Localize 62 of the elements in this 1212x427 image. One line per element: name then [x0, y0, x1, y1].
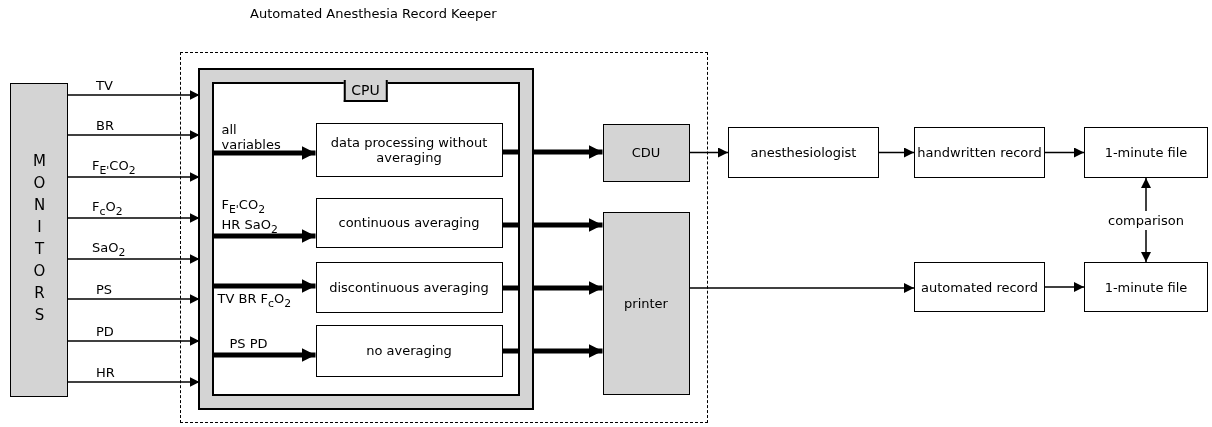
box-label: 1-minute file — [1104, 145, 1188, 160]
box-label: anesthesiologist — [750, 145, 857, 160]
arrow — [67, 336, 201, 346]
group-title: CPU — [343, 79, 388, 102]
edge-label: F$_{E'}$CO$_{2}$ — [92, 158, 136, 178]
box-label: handwritten record — [917, 145, 1042, 160]
edge-label: PS — [96, 282, 113, 297]
edge-label: PS PD — [229, 336, 268, 351]
edge-label: HR — [96, 365, 115, 380]
process-box — [315, 261, 503, 313]
edge-label: BR — [96, 118, 114, 133]
diagram-title: Automated Anesthesia Record Keeper — [250, 6, 497, 21]
arrow — [502, 281, 603, 295]
process-box — [315, 197, 503, 248]
arrow — [502, 218, 603, 232]
arrow — [67, 377, 201, 387]
arrow — [502, 344, 603, 358]
arrow — [688, 283, 915, 293]
person-box — [728, 127, 879, 178]
edge-label: PD — [96, 324, 114, 339]
process-box — [315, 324, 503, 377]
arrow — [878, 147, 915, 158]
arrow — [1044, 147, 1085, 158]
box-label: no averaging — [366, 343, 452, 358]
arrow — [688, 147, 729, 158]
arrow — [67, 90, 201, 100]
box-label: printer — [624, 295, 668, 311]
process-box — [315, 122, 503, 177]
box-label: CDU — [631, 145, 661, 160]
arrow — [67, 213, 201, 223]
arrow — [213, 279, 316, 293]
edge-label: all variables — [221, 122, 282, 152]
edge-label: TV BR F$_{c}$O$_{2}$ — [217, 291, 292, 311]
box-label: continuous averaging — [338, 215, 480, 230]
box-label: automated record — [921, 279, 1038, 295]
arrow — [213, 146, 316, 160]
arrow — [67, 130, 201, 140]
arrow — [1044, 282, 1085, 292]
arrow — [67, 172, 201, 182]
arrow — [67, 294, 201, 304]
box-label: discontinuous averaging — [329, 279, 489, 295]
edge-label: F$_{c}$O$_{2}$ — [92, 199, 123, 219]
box-label: 1-minute file — [1104, 279, 1188, 295]
edge-label: SaO$_{2}$ — [92, 240, 126, 260]
edge-label: F$_{E'}$CO$_{2}$ HR SaO$_{2}$ — [221, 197, 279, 237]
dashed-boundary — [180, 52, 708, 423]
arrow — [213, 348, 316, 362]
file-box — [1084, 127, 1208, 178]
display-unit-box — [602, 123, 690, 182]
arrow — [67, 254, 201, 264]
edge-label: TV — [96, 78, 113, 93]
record-box — [914, 127, 1045, 178]
edge-label: comparison — [1106, 210, 1186, 230]
printer-box — [602, 211, 690, 395]
file-box — [1084, 262, 1208, 312]
box-label: data processing without averaging — [329, 134, 489, 165]
monitors-box — [10, 83, 68, 397]
box-label: MONITORS — [31, 152, 47, 328]
record-box — [914, 262, 1045, 312]
cpu-frame — [199, 69, 532, 408]
arrow — [502, 145, 603, 159]
arrow — [213, 229, 316, 243]
